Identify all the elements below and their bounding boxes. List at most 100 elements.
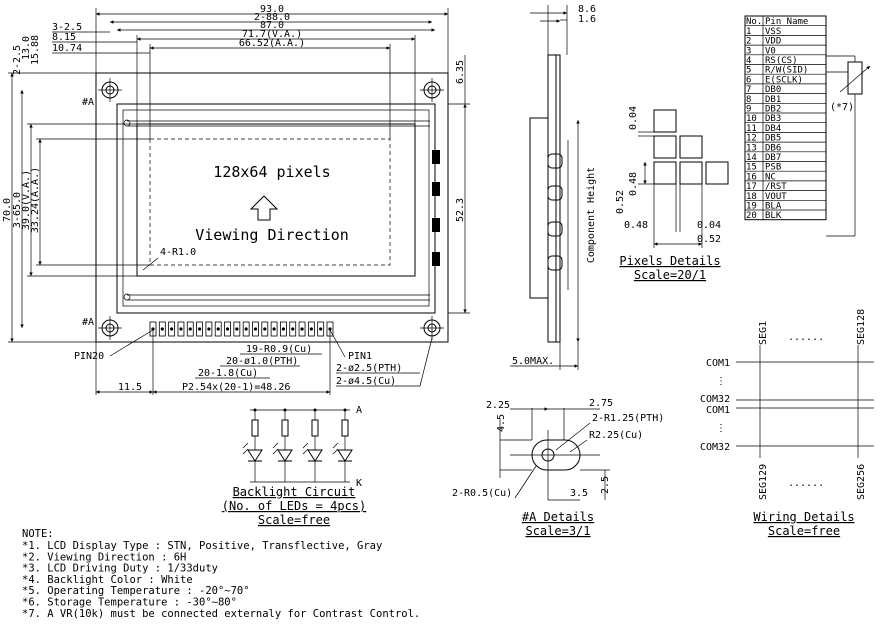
- pin-name: BLA: [765, 202, 782, 212]
- note-item: *3. LCD Driving Duty : 1/33duty: [22, 563, 218, 575]
- pad-radius-label: 19-R0.9(Cu): [246, 344, 312, 355]
- left-dimensions: 70.0 3-65.0 39.0(V.A.) 33.24(A.A.) 2-2.5…: [2, 35, 150, 343]
- pixel-dim-gap-h: 0.04: [697, 220, 721, 231]
- dim-pin-pitch: P2.54x(20-1)=48.26: [182, 382, 290, 393]
- note-item: *7. A VR(10k) must be connected external…: [22, 608, 420, 620]
- a-dim-bottom-height: 2.5: [600, 476, 611, 494]
- com32-label: COM32: [700, 394, 730, 405]
- a-dim-bottom-width: 3.5: [570, 488, 588, 499]
- pin-name: DB1: [765, 95, 781, 105]
- pin-name: DB7: [765, 153, 781, 163]
- seg-ellipsis: ......: [788, 478, 824, 489]
- pin-hole: [160, 327, 164, 331]
- mounting-hole: [420, 316, 444, 340]
- bottom-dimensions: PIN20 PIN1 19-R0.9(Cu) 20-ø1.0(PTH) 20-1…: [74, 329, 433, 395]
- pin-number: 4: [746, 56, 751, 66]
- pixel-dim-size-h: 0.48: [624, 220, 648, 231]
- dim-hole-v-pitch: 3-65.0: [12, 192, 23, 228]
- pin-hole: [151, 327, 155, 331]
- anode-label: A: [356, 405, 362, 416]
- table-header: No.: [746, 17, 762, 27]
- pin-name: VDD: [765, 37, 781, 47]
- bezel-outline: [116, 103, 436, 314]
- pin-hole: [207, 327, 211, 331]
- backlight-title: Backlight Circuit: [233, 485, 356, 499]
- note-item: *4. Backlight Color : White: [22, 574, 193, 586]
- pin-pad: [270, 321, 278, 337]
- wiring-title: Wiring Details: [753, 510, 854, 524]
- pin-hole: [272, 327, 276, 331]
- pixel-details-scale: Scale=20/1: [634, 268, 706, 282]
- pth-label: 20-ø1.0(PTH): [226, 356, 298, 367]
- pin-hole: [291, 327, 295, 331]
- resistor: [341, 419, 349, 437]
- pin-pad: [158, 321, 166, 337]
- resistor: [311, 419, 319, 437]
- dim-hole-pitch: 2-88.0: [254, 12, 290, 23]
- pin-name: V0: [765, 46, 776, 56]
- pixel-details-title: Pixels Details: [619, 254, 720, 268]
- pin-name: DB2: [765, 105, 781, 115]
- pin-pad: [205, 321, 213, 337]
- pin-number: 17: [746, 182, 757, 192]
- a-details-scale: Scale=3/1: [525, 524, 590, 538]
- led-symbol: [277, 449, 293, 462]
- dim-bezel-top-offset: 6.35: [455, 60, 466, 84]
- pin-hole: [179, 327, 183, 331]
- pin-name: DB6: [765, 143, 781, 153]
- pin-pad: [233, 321, 241, 337]
- a-pth-radius: 2-R1.25(PTH): [592, 413, 664, 424]
- dim-hole-v-offset: 2-2.5: [12, 45, 23, 75]
- pin-number: 8: [746, 95, 751, 105]
- top-dimensions: 93.0 2-88.0 87.0 71.7(V.A.) 66.52(A.A.) …: [52, 4, 449, 139]
- corner-radius-label: 4-R1.0: [160, 247, 196, 258]
- pin-pad: [196, 321, 203, 337]
- pin-name: VSS: [765, 27, 781, 37]
- side-leds: [547, 153, 563, 271]
- pin-hole: [170, 327, 174, 331]
- pin-name: NC: [765, 172, 776, 182]
- copper-pad-label: 20-1.8(Cu): [198, 368, 258, 379]
- pin-number: 6: [746, 75, 751, 85]
- pin-hole: [328, 327, 332, 331]
- dim-width-total: 93.0: [260, 4, 284, 15]
- side-view: 8.6 1.6 Component Height 5.0MAX.: [510, 4, 597, 370]
- backlight-subtitle: (No. of LEDs = 4pcs): [222, 499, 367, 513]
- pot-note-label: (*7): [830, 102, 854, 113]
- pin-name: VOUT: [765, 192, 787, 202]
- dim-va-height: 39.0(V.A.): [21, 170, 32, 230]
- pcb-outline: [95, 72, 449, 343]
- pin-number: 13: [746, 143, 757, 153]
- pin-hole: [244, 327, 248, 331]
- pin-hole: [281, 327, 286, 331]
- pin-hole: [300, 327, 304, 331]
- pin-pad: [224, 321, 231, 337]
- wiring-scale: Scale=free: [768, 524, 840, 538]
- pin-hole: [263, 327, 267, 331]
- resistor: [281, 419, 289, 437]
- hole-a-top-label: #A: [82, 97, 94, 108]
- pin-number: 10: [746, 114, 757, 124]
- com1-label: COM1: [706, 405, 730, 416]
- pin-number: 12: [746, 134, 757, 144]
- a-dim-offset: 2.25: [486, 400, 510, 411]
- seg1-label: SEG1: [758, 321, 769, 345]
- dim-height-total: 70.0: [2, 198, 13, 222]
- led-symbol: [337, 449, 353, 462]
- dim-edge-offset: 3-2.5: [52, 22, 82, 33]
- led-pads: [432, 150, 440, 266]
- pin-row: [149, 321, 334, 337]
- notes-heading: NOTE:: [22, 528, 54, 540]
- pin-hole: [319, 327, 323, 331]
- pin-name: E(SCLK): [765, 75, 803, 85]
- bezel-inner: [122, 109, 430, 307]
- pin-number: 14: [746, 153, 757, 163]
- a-details-title: #A Details: [522, 510, 594, 524]
- seg128-label: SEG128: [856, 309, 867, 345]
- pin-number: 5: [746, 66, 751, 76]
- pin-pad: [186, 321, 194, 337]
- a-details: 2.25 2.75 4.5 2-R1.25(PTH) R2.25(Cu) 2-R…: [452, 398, 664, 538]
- note-item: *6. Storage Temperature : -30°~80°: [22, 597, 237, 609]
- active-area: [149, 138, 391, 266]
- dim-va-offset: 8.15: [52, 32, 76, 43]
